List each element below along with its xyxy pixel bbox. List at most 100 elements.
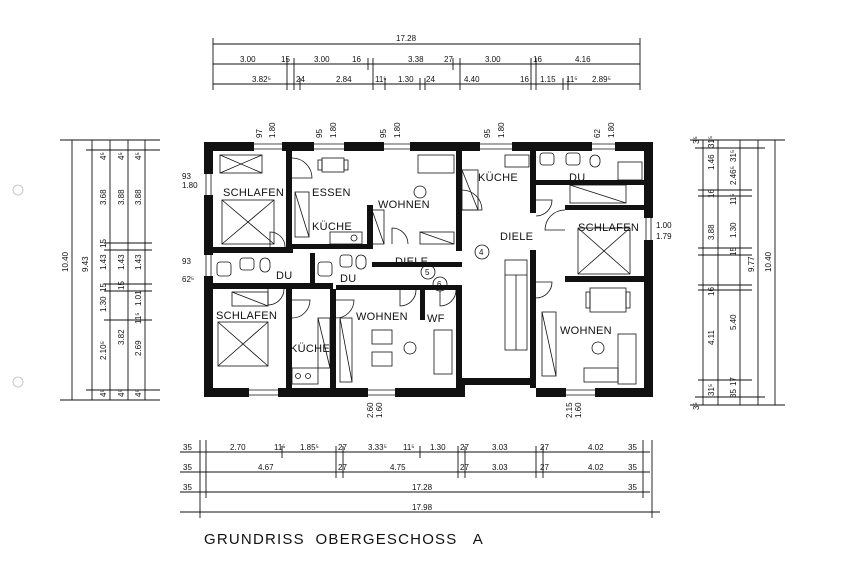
win-top-label-2: 95 [315,129,324,138]
right-col1-label-1: 2.46⁵ [729,166,738,185]
bottom-row1-label-8: 27 [460,443,469,452]
bottom-row2-label-8: 35 [628,463,637,472]
room-wf: WF [427,313,445,325]
right-col1-label-5: 5.40 [729,314,738,330]
left-col3-label-6: 2.10⁵ [99,341,108,360]
right-col1-label-3: 1.30 [729,222,738,238]
room-schlafen-sw: SCHLAFEN [216,310,277,322]
left-col4-label-1: 3.88 [117,189,126,205]
top-row1-label-1: 15 [281,55,290,64]
circle-label-4: 4 [479,248,484,257]
top-row2-label-4: 1.30 [398,75,414,84]
win-bottom-label-1: 1.60 [375,402,384,418]
right-col1-label-0: 31⁵ [729,150,738,162]
right-col0-label-0: 3⁵ [692,136,701,144]
right-col3-label-4: 16 [707,287,716,296]
right-col1-label-6: 17 [729,377,738,386]
room-du-ne: DU [569,172,586,184]
top-row2-label-3: 11⁵ [375,75,387,84]
bottom-row1-label-3: 1.85⁵ [300,443,319,452]
room-wohnen-se: WOHNEN [560,325,612,337]
left-col2-dim: 9.43 [81,256,90,272]
win-right-label-1: 1.79 [656,232,672,241]
bottom-row2-label-5: 3.03 [492,463,508,472]
room-wohnen-s: WOHNEN [356,311,408,323]
top-row1-label-4: 3.38 [408,55,424,64]
bottom-row3-label-0: 35 [183,483,192,492]
left-col5-label-1: 3.88 [134,189,143,205]
bottom-row1-label-12: 35 [628,443,637,452]
win-left-label-0: 93 [182,172,191,181]
left-col3-label-2: 15 [99,239,108,248]
top-row1-label-8: 4.16 [575,55,591,64]
left-col5-label-2: 1.43 [134,254,143,270]
win-right-label-0: 1.00 [656,221,672,230]
top-row2-label-0: 3.82⁵ [252,75,271,84]
bottom-row1-label-5: 3.33⁵ [368,443,387,452]
left-col3-label-4: 15 [99,283,108,292]
room-schlafen-nw: SCHLAFEN [223,187,284,199]
bottom-total-dim: 17.98 [412,503,433,512]
top-row1-label-5: 27 [444,55,453,64]
left-col5-label-3: 1.01 [134,290,143,306]
punch-hole-bottom [12,376,24,388]
top-row2-label-7: 16 [520,75,529,84]
right-dimension-lines [690,139,785,406]
win-bottom-label-3: 1.60 [574,402,583,418]
right-col3-label-3: 3.88 [707,224,716,240]
top-total-dim: 17.28 [396,34,417,43]
left-col4-label-5: 4⁵ [117,389,126,397]
bottom-row1-label-4: 27 [338,443,347,452]
circle-label-5: 5 [425,268,430,277]
win-top-label-4: 95 [379,129,388,138]
left-col4-label-4: 3.82 [117,329,126,345]
win-top-label-1: 1.80 [268,122,277,138]
left-col3-label-5: 1.30 [99,296,108,312]
top-row2-label-6: 4.40 [464,75,480,84]
bottom-row1-label-2: 11⁵ [274,443,286,452]
top-row1-label-6: 3.00 [485,55,501,64]
bottom-row1-label-6: 11⁵ [403,443,415,452]
right-total-dim: 10.40 [764,251,773,272]
left-col5-label-0: 4⁵ [134,152,143,160]
top-row1-label-3: 16 [352,55,361,64]
win-top-label-6: 95 [483,129,492,138]
bottom-row1-label-9: 3.03 [492,443,508,452]
room-diele-e: DIELE [500,231,533,243]
right-col3-label-0: 31⁵ [707,136,716,148]
left-col3-label-0: 4⁵ [99,152,108,160]
room-schlafen-e: SCHLAFEN [578,222,639,234]
left-dimension-lines [60,139,160,401]
room-kueche-n: KÜCHE [312,221,352,233]
win-left-label-1: 1.80 [182,181,198,190]
right-dim-col-0: 3⁵ 3⁵ [692,136,701,410]
top-row1-label-7: 16 [533,55,542,64]
circle-marker-4 [474,244,490,260]
right-col3-label-1: 1.46 [707,154,716,170]
right-col1-label-4: 15 [729,247,738,256]
bottom-row2-label-7: 4.02 [588,463,604,472]
right-col0-label-1: 3⁵ [692,402,701,410]
bottom-row3-label-1: 17.28 [412,483,433,492]
window-labels-right: 1.00 1.79 [656,221,672,241]
windows [205,143,652,396]
bottom-row2-label-0: 35 [183,463,192,472]
walls [204,142,653,397]
circle-marker-6 [432,276,448,292]
room-du-w: DU [276,270,293,282]
left-col4-label-3: 15 [117,281,126,290]
doors [267,157,566,319]
win-top-label-5: 1.80 [393,122,402,138]
right-col2-dim: 9.77 [747,256,756,272]
bottom-dimension-lines [180,440,660,518]
